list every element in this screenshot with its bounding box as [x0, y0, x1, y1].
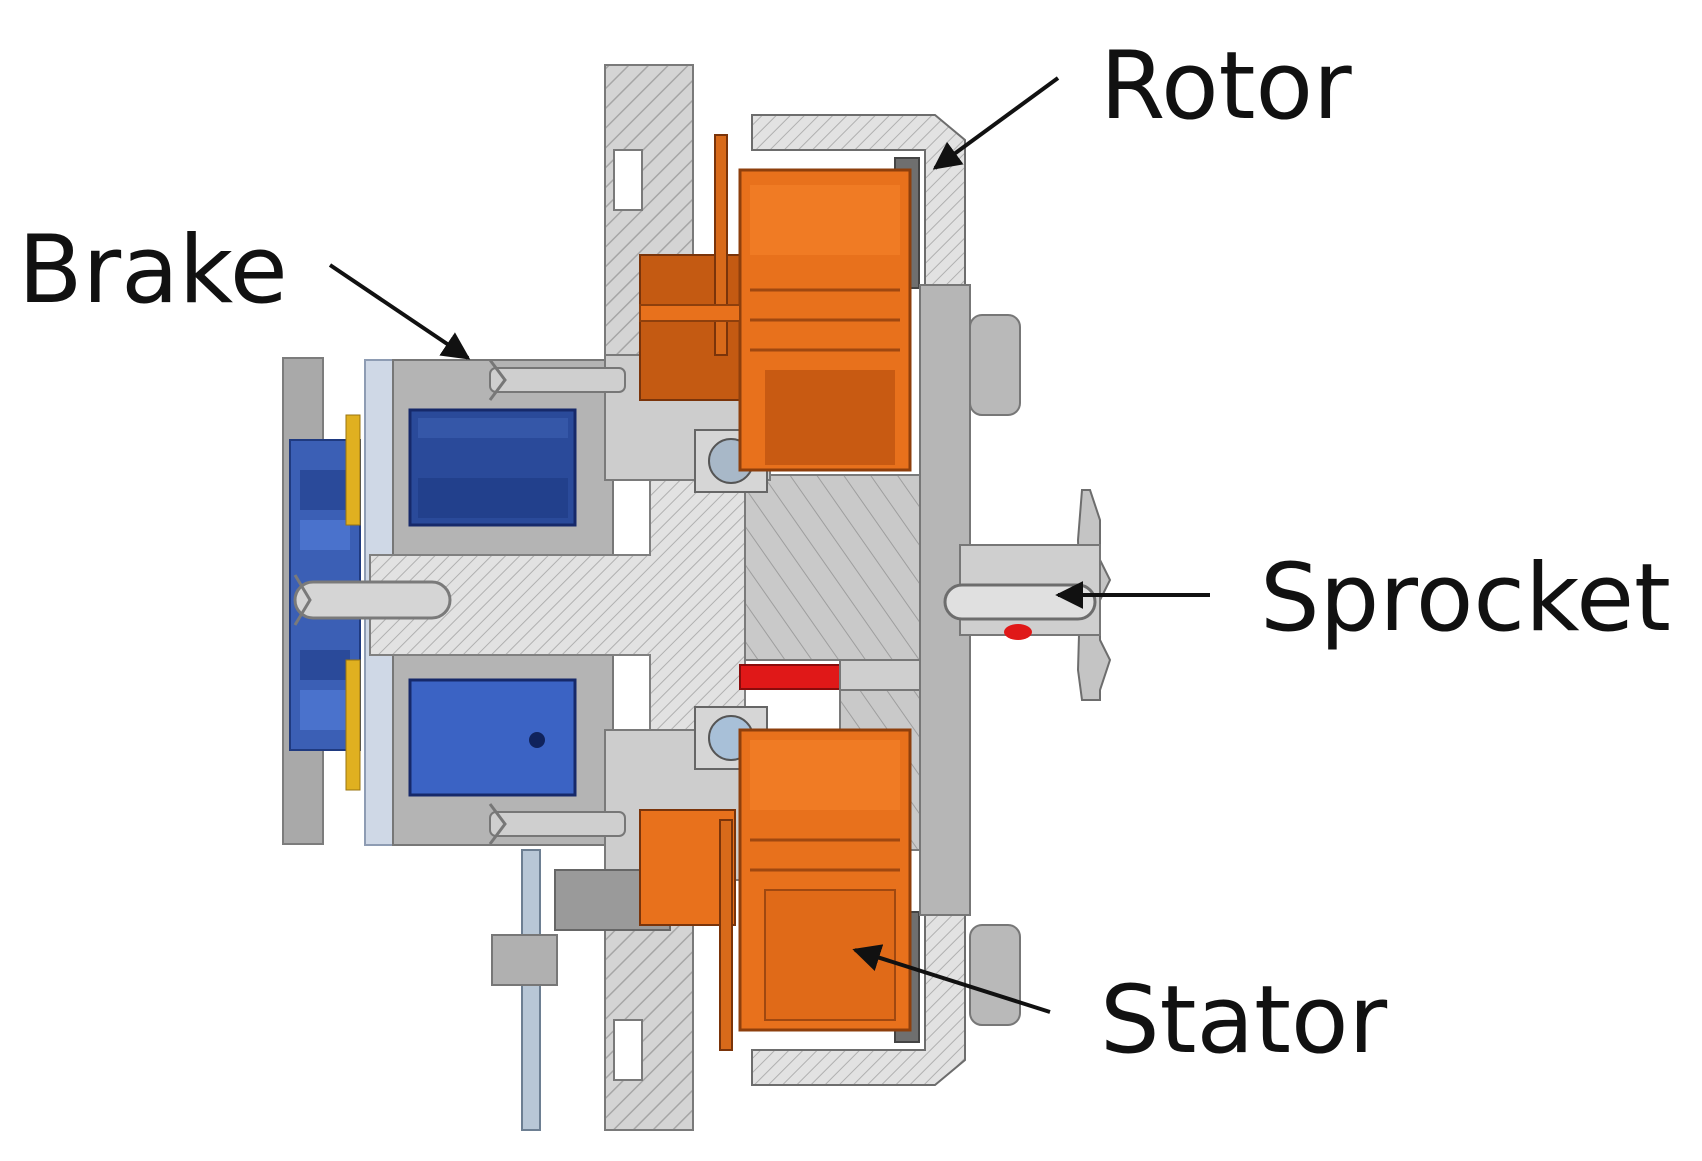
shaft-bolt [293, 580, 452, 620]
sprocket-bolt [943, 583, 1097, 621]
stator-upper [639, 134, 912, 472]
callout-rotor: Rotor [932, 32, 1352, 170]
callout-brake: Brake [18, 216, 471, 360]
side-bracket [521, 849, 541, 1131]
rotor-flange [919, 284, 971, 916]
brake-screw-upper [488, 359, 626, 401]
callout-sprocket: Sprocket [1055, 544, 1671, 653]
brake-screw-lower [488, 803, 626, 845]
callout-stator: Stator [852, 944, 1387, 1075]
label-sprocket: Sprocket [1260, 544, 1671, 653]
brake-coil-lower [408, 678, 577, 797]
stator-lower [639, 728, 912, 1051]
drive-pin [739, 664, 841, 690]
label-stator: Stator [1100, 966, 1387, 1075]
label-rotor: Rotor [1100, 32, 1352, 141]
label-brake: Brake [18, 216, 288, 325]
brake-friction-strip [345, 414, 361, 526]
